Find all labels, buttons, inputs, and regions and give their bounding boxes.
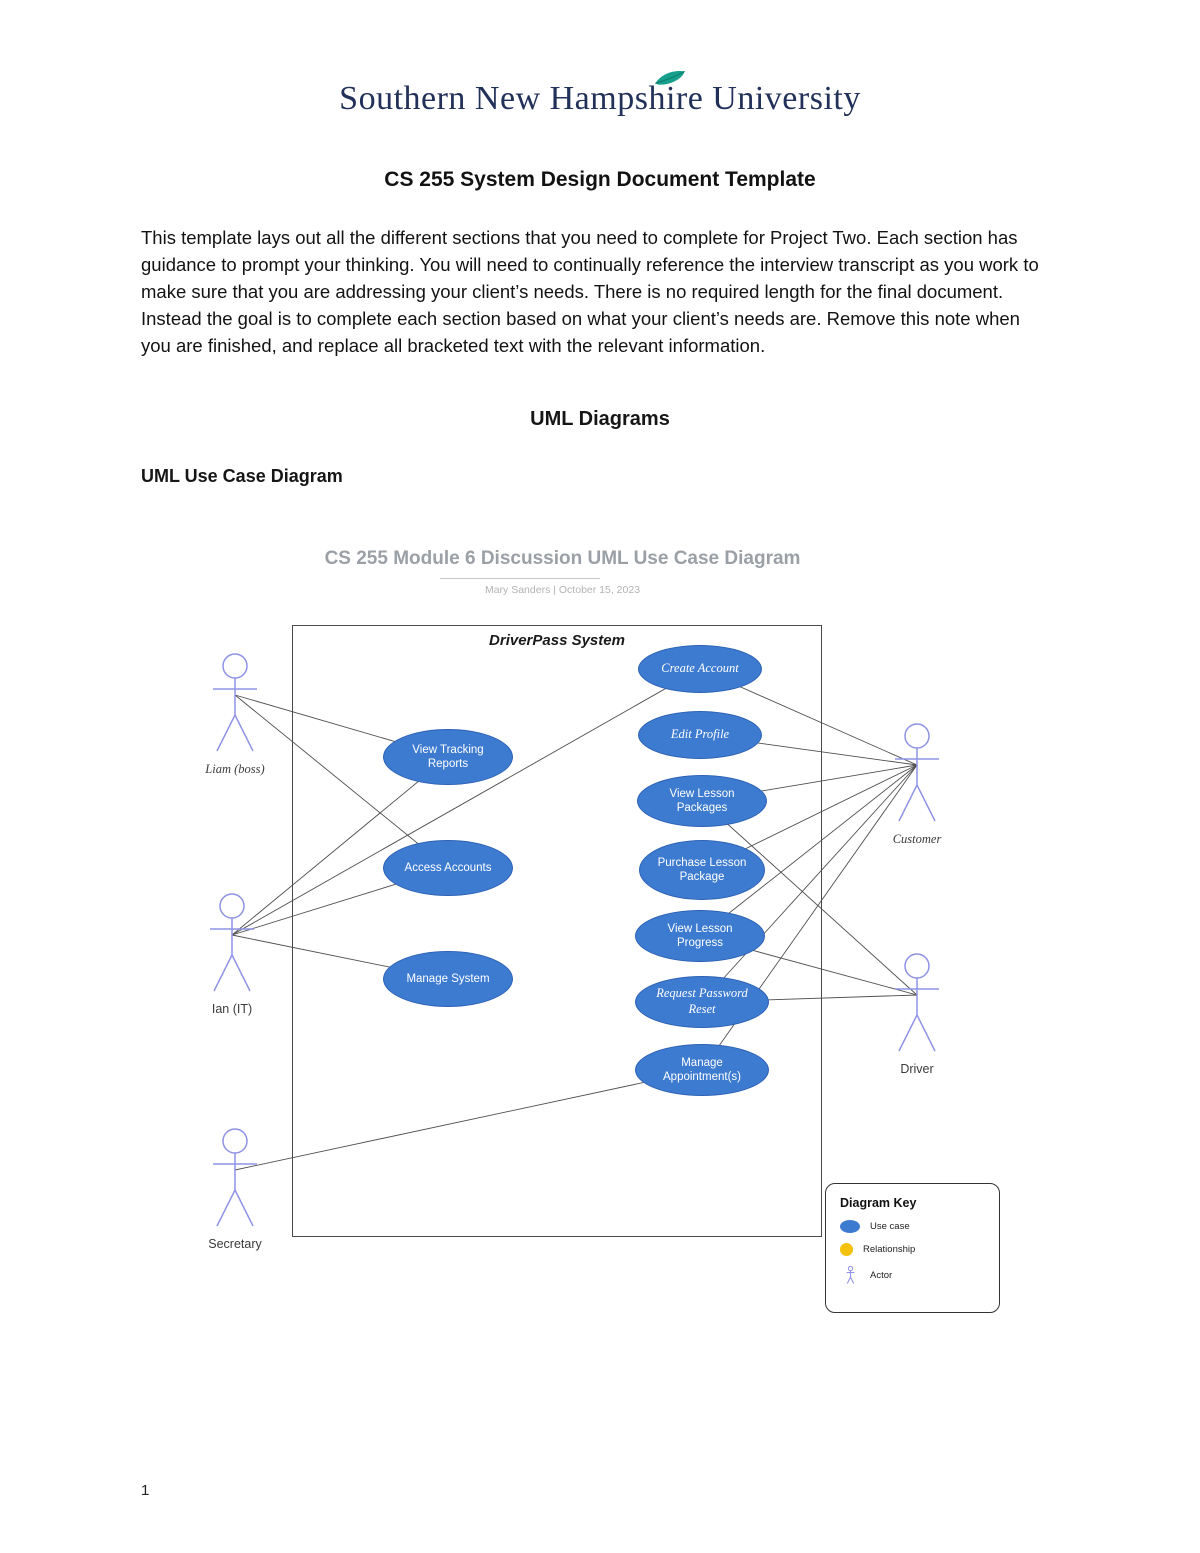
actor-customer-figure (890, 722, 944, 829)
use-case-request-password-reset: Request Password Reset (635, 976, 769, 1028)
actor-label-liam: Liam (boss) (205, 762, 265, 776)
relationship-line (701, 800, 918, 996)
subsection-heading-use-case: UML Use Case Diagram (141, 466, 343, 486)
stick-figure-icon (213, 653, 257, 752)
diagram-title: CS 255 Module 6 Discussion UML Use Case … (324, 548, 801, 569)
snhu-logo: Southern New Hampshire University (0, 80, 1200, 118)
actor-label-ian: Ian (IT) (211, 1002, 253, 1016)
use-case-symbol (840, 1220, 860, 1233)
actor-symbol (840, 1266, 860, 1284)
key-item-label: Actor (870, 1269, 893, 1281)
actor-label-driver: Driver (900, 1062, 934, 1076)
use-case-edit-profile: Edit Profile (638, 711, 762, 759)
use-case-purchase-lesson-package: Purchase Lesson Package (639, 840, 765, 900)
key-item-relationship: Relationship (840, 1243, 985, 1256)
snhu-leaf-icon (655, 70, 685, 85)
stick-figure-icon (210, 893, 254, 992)
diagram-title-underline (440, 578, 600, 579)
relationship-line (701, 764, 918, 1003)
relationship-line (231, 756, 449, 936)
actor-label-secretary: Secretary (208, 1237, 262, 1251)
use-case-view-tracking-reports: View Tracking Reports (383, 729, 513, 785)
page-number: 1 (141, 1482, 150, 1499)
actor-secretary-figure (208, 1127, 262, 1234)
relationship-line (231, 668, 701, 936)
relationship-line (234, 694, 449, 869)
stick-figure-icon (895, 953, 939, 1052)
key-item-label: Use case (870, 1221, 910, 1232)
stick-figure-icon (213, 1128, 257, 1227)
relationship-line (234, 1069, 703, 1171)
use-case-create-account: Create Account (638, 645, 762, 693)
use-case-access-accounts: Access Accounts (383, 840, 513, 896)
use-case-manage-appointments: Manage Appointment(s) (635, 1044, 769, 1096)
snhu-logo-text: Southern New Hampshire University (339, 80, 861, 117)
key-item-actor: Actor (840, 1266, 985, 1284)
use-case-view-lesson-progress: View Lesson Progress (635, 910, 765, 962)
document-title: CS 255 System Design Document Template (384, 168, 816, 191)
stick-figure-icon (895, 723, 939, 822)
relationship-line (699, 764, 918, 937)
intro-paragraph: This template lays out all the different… (141, 227, 1039, 356)
actor-label-customer: Customer (892, 832, 942, 846)
actor-driver-figure (890, 952, 944, 1059)
diagram-key-title: Diagram Key (840, 1196, 917, 1210)
key-item-use-case: Use case (840, 1220, 985, 1233)
actor-liam-figure (208, 652, 262, 759)
diagram-subtitle: Mary Sanders | October 15, 2023 (484, 584, 641, 596)
system-boundary: DriverPass System (292, 625, 822, 1237)
system-boundary-label: DriverPass System (489, 632, 625, 649)
uml-use-case-diagram: CS 255 Module 6 Discussion UML Use Case … (140, 540, 1020, 1340)
section-heading-uml-diagrams: UML Diagrams (530, 408, 670, 430)
use-case-view-lesson-packages: View Lesson Packages (637, 775, 767, 827)
relationship-symbol (840, 1243, 853, 1256)
use-case-manage-system: Manage System (383, 951, 513, 1007)
stick-figure-icon (846, 1266, 854, 1284)
actor-ian-figure (205, 892, 259, 999)
key-item-label: Relationship (863, 1244, 916, 1255)
diagram-key: Diagram Key Use case Relationship (825, 1183, 1000, 1313)
